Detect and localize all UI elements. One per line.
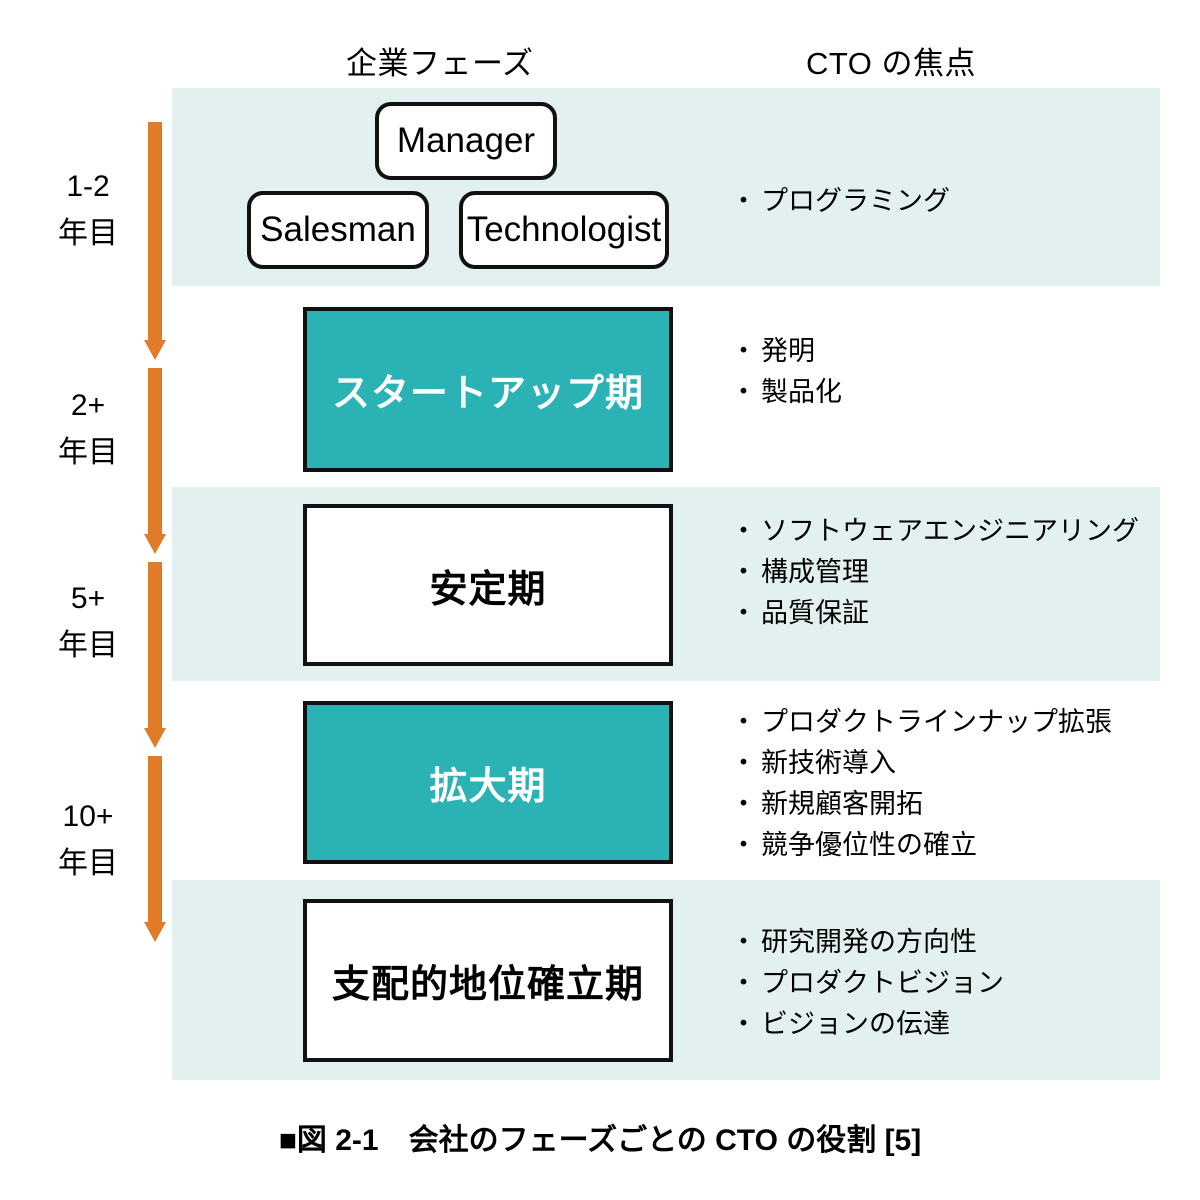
arrow-head [144, 922, 166, 942]
focus-item: ・品質保証 [730, 593, 1170, 634]
focus-item-label: 新技術導入 [761, 748, 896, 778]
bullet-icon: ・ [730, 1009, 757, 1039]
year-label-4: 10+ 年目 [34, 793, 142, 887]
focus-item-label: 研究開発の方向性 [761, 927, 977, 957]
year-unit: 年目 [58, 629, 118, 662]
focus-item: ・構成管理 [730, 552, 1170, 593]
focus-item: ・ビジョンの伝達 [730, 1004, 1170, 1045]
focus-item-label: ビジョンの伝達 [761, 1009, 950, 1039]
focus-item: ・ソフトウェアエンジニアリング [730, 511, 1170, 552]
year-number: 5+ [70, 582, 106, 615]
focus-item: ・競争優位性の確立 [730, 825, 1170, 866]
focus-item: ・研究開発の方向性 [730, 922, 1170, 963]
arrow-shaft [148, 368, 162, 534]
year-unit: 年目 [58, 217, 118, 250]
phase-box-stable: 安定期 [303, 504, 673, 666]
focus-item-label: ソフトウェアエンジニアリング [761, 516, 1139, 546]
bullet-icon: ・ [730, 707, 757, 737]
timeline-arrow-down-icon-3 [144, 562, 166, 748]
focus-list-5: ・研究開発の方向性 ・プロダクトビジョン ・ビジョンの伝達 [730, 922, 1170, 1045]
focus-item-label: 発明 [761, 336, 815, 366]
bullet-icon: ・ [730, 789, 757, 819]
bullet-icon: ・ [730, 377, 757, 407]
column-header-cto-focus: CTO の焦点 [806, 46, 976, 81]
focus-item: ・製品化 [730, 372, 1170, 413]
focus-item: ・プロダクトラインナップ拡張 [730, 702, 1170, 743]
focus-list-1: ・プログラミング [730, 181, 1170, 222]
focus-item: ・新技術導入 [730, 743, 1170, 784]
bullet-icon: ・ [730, 336, 757, 366]
focus-item-label: 新規顧客開拓 [761, 789, 923, 819]
year-number: 2+ [70, 389, 106, 422]
bullet-icon: ・ [730, 186, 757, 216]
focus-item: ・プロダクトビジョン [730, 963, 1170, 1004]
focus-list-3: ・ソフトウェアエンジニアリング ・構成管理 ・品質保証 [730, 511, 1170, 634]
focus-item-label: プロダクトビジョン [761, 968, 1004, 998]
focus-item: ・プログラミング [730, 181, 1170, 222]
arrow-shaft [148, 756, 162, 922]
focus-item-label: プログラミング [761, 186, 950, 216]
phase-box-dominant: 支配的地位確立期 [303, 899, 673, 1062]
bullet-icon: ・ [730, 748, 757, 778]
year-label-2: 2+ 年目 [34, 382, 142, 476]
figure-caption: ■図 2-1 会社のフェーズごとの CTO の役割 [5] [278, 1124, 922, 1157]
focus-item-label: プロダクトラインナップ拡張 [761, 707, 1112, 737]
focus-list-2: ・発明 ・製品化 [730, 331, 1170, 413]
role-box-technologist: Technologist [459, 191, 669, 269]
column-header-company-phase: 企業フェーズ [346, 46, 534, 81]
arrow-head [144, 534, 166, 554]
focus-item-label: 製品化 [761, 377, 842, 407]
year-unit: 年目 [58, 436, 118, 469]
focus-item-label: 構成管理 [761, 557, 869, 587]
year-label-1: 1-2 年目 [34, 163, 142, 257]
arrow-shaft [148, 562, 162, 728]
timeline-arrow-down-icon-1 [144, 122, 166, 360]
year-label-3: 5+ 年目 [34, 575, 142, 669]
role-box-salesman: Salesman [247, 191, 429, 269]
year-number: 10+ [62, 800, 114, 833]
timeline-arrow-down-icon-4 [144, 756, 166, 942]
focus-item-label: 競争優位性の確立 [761, 830, 977, 860]
arrow-head [144, 728, 166, 748]
arrow-shaft [148, 122, 162, 340]
bullet-icon: ・ [730, 968, 757, 998]
focus-item: ・新規顧客開拓 [730, 784, 1170, 825]
bullet-icon: ・ [730, 927, 757, 957]
focus-item-label: 品質保証 [761, 598, 869, 628]
focus-list-4: ・プロダクトラインナップ拡張 ・新技術導入 ・新規顧客開拓 ・競争優位性の確立 [730, 702, 1170, 866]
arrow-head [144, 340, 166, 360]
role-box-manager: Manager [375, 102, 557, 180]
year-number: 1-2 [66, 170, 110, 203]
phase-box-expansion: 拡大期 [303, 701, 673, 864]
bullet-icon: ・ [730, 516, 757, 546]
bullet-icon: ・ [730, 598, 757, 628]
bullet-icon: ・ [730, 557, 757, 587]
year-unit: 年目 [58, 847, 118, 880]
focus-item: ・発明 [730, 331, 1170, 372]
timeline-arrow-down-icon-2 [144, 368, 166, 554]
phase-box-startup: スタートアップ期 [303, 307, 673, 472]
bullet-icon: ・ [730, 830, 757, 860]
